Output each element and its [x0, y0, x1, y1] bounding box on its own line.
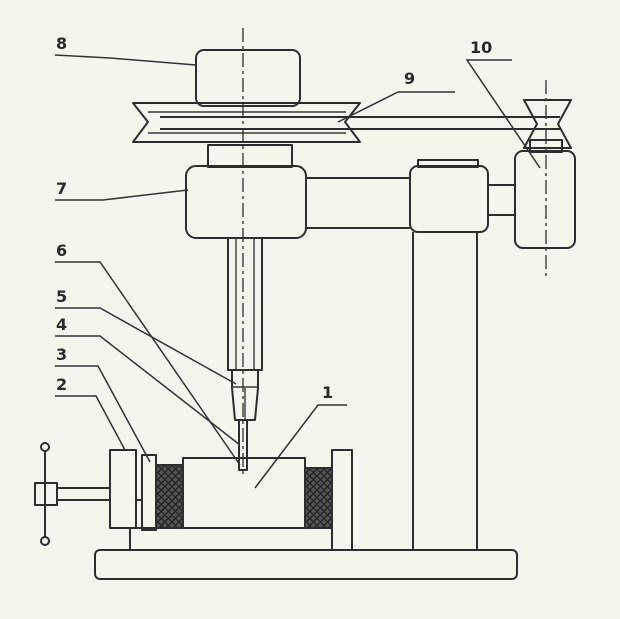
callout-label-6: 6: [56, 241, 67, 260]
callout-label-5: 5: [56, 287, 67, 306]
spindle: [227, 237, 263, 371]
callout-label-2: 2: [56, 375, 67, 394]
callout-label-10: 10: [470, 38, 492, 57]
motor-10: [514, 150, 576, 249]
leader-6: [55, 261, 241, 466]
callout-label-7: 7: [56, 179, 67, 198]
leader-9: [337, 91, 455, 123]
column-head: [409, 165, 489, 233]
leader-3: [55, 365, 151, 463]
leader-7: [55, 189, 189, 201]
leader-1: [254, 404, 347, 489]
leader-5: [55, 307, 237, 385]
callout-label-8: 8: [56, 34, 67, 53]
leader-10: [465, 59, 541, 169]
motor-8: [195, 49, 301, 107]
leader-2: [55, 395, 126, 451]
motor-pulley: [523, 99, 572, 149]
callout-label-3: 3: [56, 345, 67, 364]
callout-label-4: 4: [56, 315, 67, 334]
spindle-neck: [207, 144, 293, 168]
arm: [306, 177, 410, 229]
callout-label-9: 9: [404, 69, 415, 88]
leader-4: [55, 335, 241, 446]
pulley-9: [132, 102, 361, 143]
base-plate: [94, 549, 518, 580]
clamp-pad-right: [304, 467, 333, 529]
column: [412, 232, 478, 551]
spindle-housing-7: [185, 165, 307, 239]
leader-8: [54, 54, 197, 66]
clamp-pad-left-3: [155, 464, 184, 529]
vise-screw-handle: [34, 442, 110, 546]
chuck-5: [231, 369, 259, 421]
workpiece-1: [182, 457, 306, 529]
arm-extension: [488, 184, 515, 216]
callout-label-1: 1: [322, 383, 333, 402]
